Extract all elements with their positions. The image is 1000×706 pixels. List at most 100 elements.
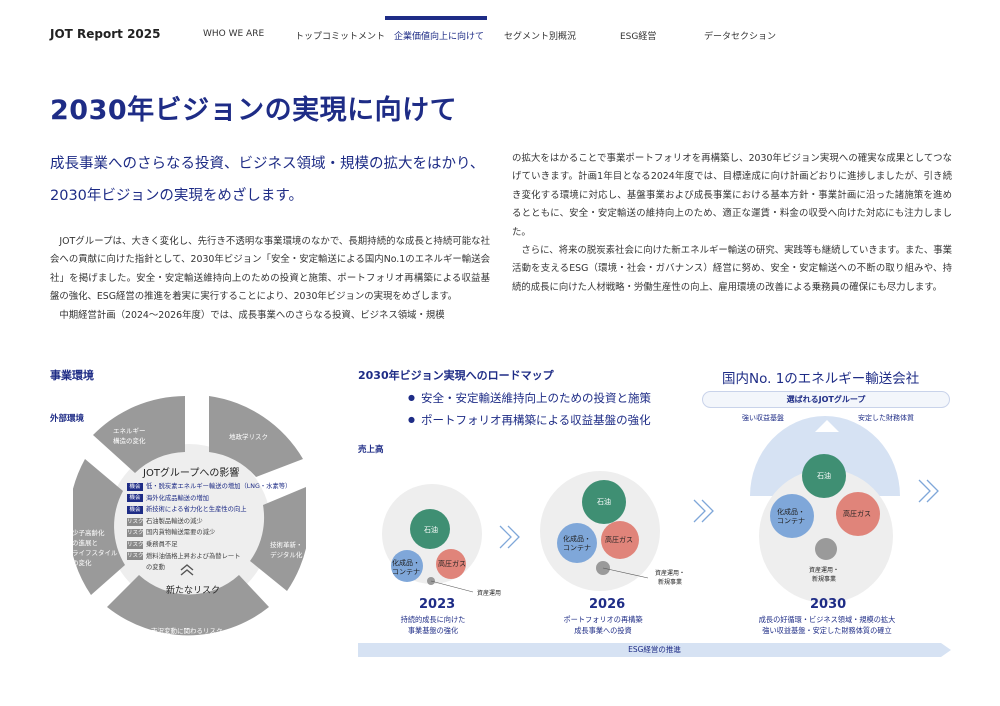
brand-logo[interactable]: JOT Report 2025 <box>50 27 161 41</box>
segment-technology <box>250 487 306 591</box>
environment-heading: 事業環境 <box>50 369 94 382</box>
nav-item-segment-overview[interactable]: セグメント別概況 <box>504 32 577 42</box>
esg-promotion-bar: ESG経営の推進 <box>358 643 951 657</box>
desc-line: ポートフォリオの再構築 <box>563 615 643 624</box>
roadmap-bullet: 安全・安定輸送維持向上のための投資と施策 <box>408 387 651 409</box>
nav-item-top-commitment[interactable]: トップコミットメント <box>295 32 386 42</box>
desc-line: 成長事業への投資 <box>574 626 632 635</box>
body-text-left: JOTグループは、大きく変化し、先行き不透明な事業環境のなかで、長期持続的な成長… <box>50 233 490 325</box>
bubble-label-oil-2030: 石油 <box>817 472 831 480</box>
bubble-label-oil-2023: 石油 <box>424 526 438 534</box>
impact-text: 燃料油価格上昇および為替レート <box>146 552 241 560</box>
desc-line: 持続的成長に向けた <box>400 615 466 624</box>
segment-energy <box>93 396 185 473</box>
chevron-up-icon <box>180 564 194 576</box>
segment-demographics <box>73 459 125 595</box>
segment-label-energy: エネルギー構造の変化 <box>113 427 146 445</box>
impact-item: リスク石油製品輸送の減少 <box>127 516 291 528</box>
roadmap-stages <box>382 454 939 603</box>
nav-item-who-we-are[interactable]: WHO WE ARE <box>203 29 265 39</box>
impact-item: リスク燃料油価格上昇および為替レート <box>127 551 291 563</box>
esg-bar-label: ESG経営の推進 <box>628 645 681 654</box>
impact-text: の変動 <box>146 564 165 572</box>
segment-label-market: 市況変動に関わるリスク <box>151 627 223 635</box>
impact-text: 新技術による省力化と生産性の向上 <box>146 506 247 514</box>
sales-label: 売上高 <box>358 445 384 455</box>
nav-active-indicator <box>385 16 487 20</box>
paragraph: の拡大をはかることで事業ポートフォリオを再構築し、2030年ビジョン実現への確実… <box>512 153 952 238</box>
segment-market <box>107 575 269 636</box>
year-2026: 2026 <box>589 597 626 612</box>
impact-list: 機会低・脱炭素エネルギー輸送の増加（LNG・水素等）機会海外化成品輸送の増加機会… <box>127 481 291 574</box>
segment-geopolitical <box>209 396 303 477</box>
risk-tag: リスク <box>127 529 144 538</box>
external-env-label: 外部環境 <box>50 414 85 424</box>
paragraph: JOTグループは、大きく変化し、先行き不透明な事業環境のなかで、長期持続的な成長… <box>50 236 490 303</box>
bubble-gas-2030 <box>836 492 880 536</box>
impact-item: リスク国内貨物輸送需要の減少 <box>127 527 291 539</box>
segment-label-geopolitical: 地政学リスク <box>229 433 268 441</box>
bubble-chem-2026 <box>557 523 597 563</box>
nav-item-data-section[interactable]: データセクション <box>704 32 777 42</box>
bubble-oil-2026 <box>582 480 626 524</box>
nav-item-esg[interactable]: ESG経営 <box>620 32 657 42</box>
impact-text: 乗務員不足 <box>146 540 178 548</box>
impact-text: 海外化成品輸送の増加 <box>146 494 209 502</box>
bubble-oil-2030 <box>802 454 846 498</box>
opportunity-tag: 機会 <box>127 494 143 503</box>
goal-pill: 選ばれるJOTグループ <box>702 391 950 408</box>
opportunity-tag: 機会 <box>127 505 143 514</box>
environment-wheel <box>73 396 306 636</box>
body-text-right: の拡大をはかることで事業ポートフォリオを再構築し、2030年ビジョン実現への確実… <box>512 150 952 297</box>
bubble-label-gas-2023: 高圧ガス <box>438 560 466 568</box>
desc-line: 事業基盤の強化 <box>407 626 459 635</box>
impact-title: JOTグループへの影響 <box>143 468 240 479</box>
lead-text: 成長事業へのさらなる投資、ビジネス領域・規模の拡大をはかり、 2030年ビジョン… <box>50 148 495 212</box>
impact-text: 国内貨物輸送需要の減少 <box>146 529 216 537</box>
bubble-label-oil-2026: 石油 <box>597 498 611 506</box>
segment-label-technology: 技術革新・デジタル化 <box>270 541 303 559</box>
bubble-asset-2026 <box>596 561 610 575</box>
goal-left-label: 強い収益基盤 <box>742 414 784 422</box>
desc-line: 成長の好循環・ビジネス領域・規模の拡大 <box>758 615 896 624</box>
chevron-right-icons <box>499 479 939 549</box>
bubble-oil-2023 <box>410 509 450 549</box>
triangle-up-icon <box>815 420 839 432</box>
roadmap-bullets: 安全・安定輸送維持向上のための投資と施策 ポートフォリオ再構築による収益基盤の強… <box>408 387 651 431</box>
year-desc-2026: ポートフォリオの再構築 成長事業への投資 <box>557 614 649 636</box>
bubble-label-chem-2030: 化成品・コンテナ <box>777 508 805 525</box>
wheel-segments <box>73 396 306 636</box>
paragraph: 中期経営計画（2024〜2026年度）では、成長事業へのさらなる投資、ビジネス領… <box>59 309 445 321</box>
desc-line: 強い収益基盤・安定した財務体質の確立 <box>762 626 892 635</box>
year-desc-2023: 持続的成長に向けた 事業基盤の強化 <box>393 614 473 636</box>
bubble-gas-2026 <box>601 521 639 559</box>
header: JOT Report 2025 WHO WE ARE トップコミットメント 企業… <box>0 0 1000 60</box>
bubble-label-gas-2026: 高圧ガス <box>605 536 633 544</box>
bubble-label-gas-2030: 高圧ガス <box>843 510 871 518</box>
impact-text: 低・脱炭素エネルギー輸送の増加（LNG・水素等） <box>146 483 292 490</box>
page-title: 2030年ビジョンの実現に向けて <box>50 95 458 126</box>
opportunity-tag: 機会 <box>127 482 143 491</box>
impact-item: 機会低・脱炭素エネルギー輸送の増加（LNG・水素等） <box>127 481 291 493</box>
impact-item: 機会海外化成品輸送の増加 <box>127 493 291 505</box>
goal-right-label: 安定した財務体質 <box>858 414 914 422</box>
bubble-chem-2023 <box>391 550 423 582</box>
year-2023: 2023 <box>419 597 456 612</box>
bubble-label-chem-2023: 化成品・コンテナ <box>392 559 420 576</box>
segment-label-demographics: 少子高齢化の進展とライフスタイルの変化 <box>72 529 118 567</box>
paragraph: さらに、将来の脱炭素社会に向けた新エネルギー輸送の研究、実践等も継続していきます… <box>512 245 952 293</box>
year-2030: 2030 <box>810 597 847 612</box>
bubble-asset-2030 <box>815 538 837 560</box>
impact-item: 機会新技術による省力化と生産性の向上 <box>127 504 291 516</box>
bubble-label-asset-2023: 資産運用 <box>477 590 502 597</box>
impact-text: 石油製品輸送の減少 <box>146 517 203 525</box>
bubble-label-chem-2026: 化成品・コンテナ <box>563 535 591 552</box>
wheel-inner <box>107 444 271 608</box>
lead-line: 成長事業へのさらなる投資、ビジネス領域・規模の拡大をはかり、 <box>50 156 485 172</box>
bubble-label-asset-2030: 資産運用・新規事業 <box>809 567 840 583</box>
risk-tag: リスク <box>127 517 144 526</box>
esg-arrow <box>358 643 951 657</box>
impact-item: リスク乗務員不足 <box>127 539 291 551</box>
risk-tag: リスク <box>127 552 144 561</box>
nav-item-corporate-value[interactable]: 企業価値向上に向けて <box>394 32 485 42</box>
